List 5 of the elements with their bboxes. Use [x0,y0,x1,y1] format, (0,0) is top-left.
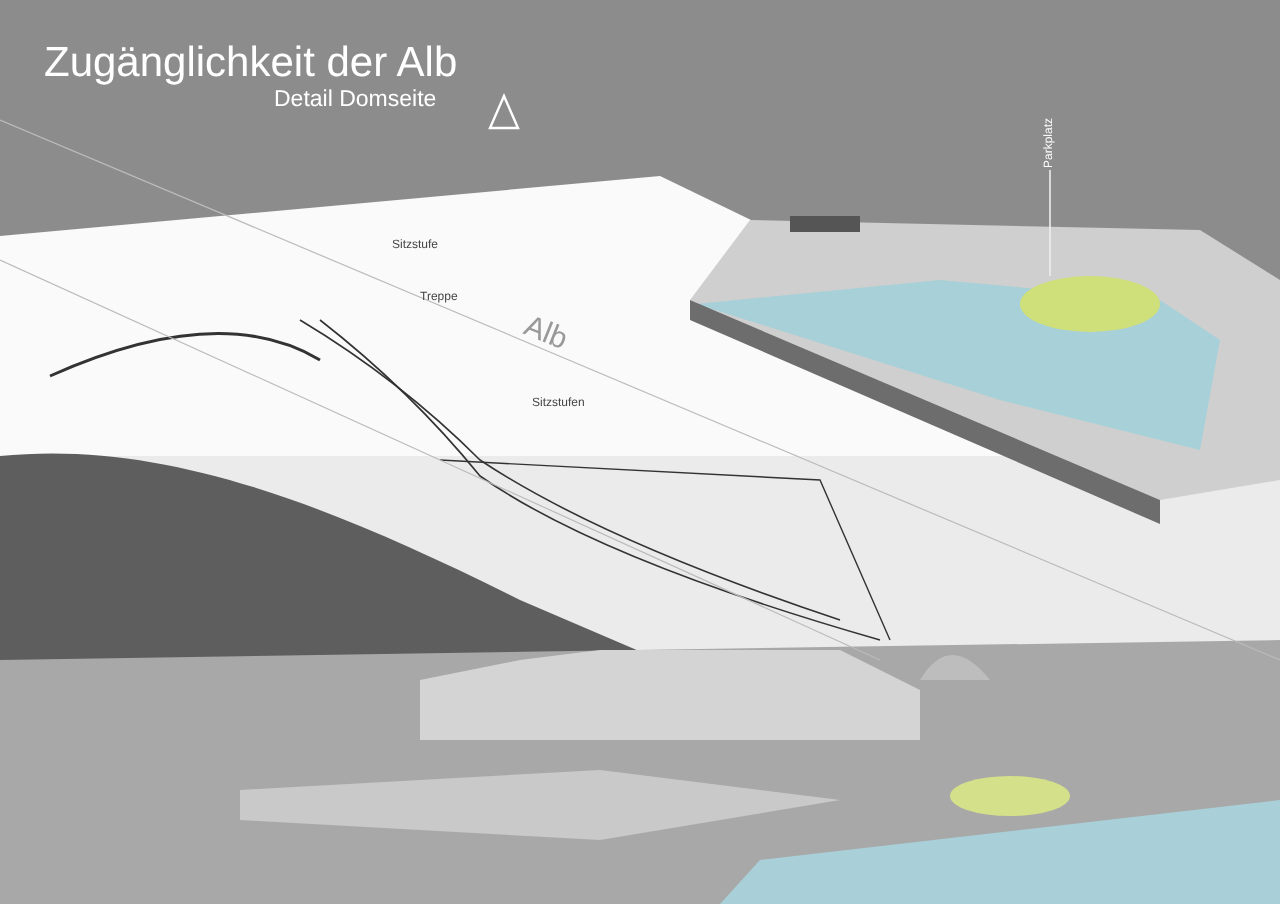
title: Zugänglichkeit der Alb [44,40,458,88]
leader-line [1049,169,1051,277]
subtitle: Detail Domseite [274,88,437,112]
planting-drawing [1020,276,1160,332]
river-label: Alb [519,309,573,357]
